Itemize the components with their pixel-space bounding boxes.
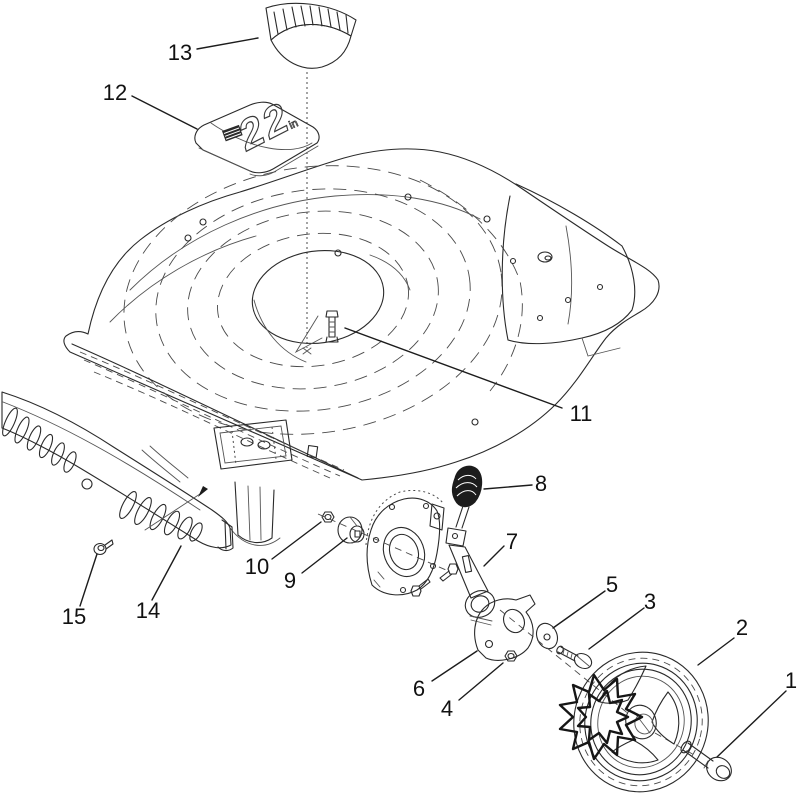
wheel-arm-plate-part	[474, 594, 536, 661]
leader-line-11	[344, 327, 563, 409]
callout-11-label: 11	[570, 401, 593, 426]
callout-13-label: 13	[168, 40, 192, 65]
callout-5-label: 5	[606, 572, 618, 597]
flange-nut-part	[321, 511, 335, 523]
gear-case-cover	[365, 489, 444, 596]
size-decal-part: 22 in	[194, 90, 320, 177]
bushing-part	[337, 516, 365, 544]
leader-line-6	[431, 650, 478, 682]
callout-12-label: 12	[103, 80, 127, 105]
washer-part	[535, 622, 559, 650]
leader-line-14	[151, 545, 182, 601]
height-adjust-lever-part	[445, 505, 496, 626]
baffle-position-arrow	[198, 486, 208, 497]
axis-bushing	[317, 513, 447, 571]
deck-dashed-rings	[123, 165, 503, 435]
leader-line-3	[588, 607, 645, 650]
callouts: 1 2 3 4 5 6 7 8 9 10 11 12 13 14 15	[62, 37, 797, 758]
decal-size-text: 22	[235, 91, 294, 161]
leader-line-2	[697, 637, 735, 666]
lock-nut-part	[504, 650, 518, 662]
callout-7-label: 7	[506, 529, 518, 554]
leader-line-9	[301, 537, 348, 574]
deck-holes	[184, 193, 604, 426]
discharge-cover-part	[265, 2, 357, 69]
axis-wheel	[499, 609, 631, 716]
brand-logo-icon	[222, 124, 243, 142]
callout-2-label: 2	[736, 615, 748, 640]
leader-line-8	[483, 484, 533, 490]
leader-line-5	[552, 590, 606, 629]
leader-line-4	[458, 662, 504, 701]
wheel-gear-icon	[558, 673, 644, 761]
callout-9-label: 9	[284, 568, 296, 593]
shoulder-bolt-part	[680, 740, 732, 782]
front-baffle-part	[1, 391, 234, 552]
callout-4-label: 4	[441, 696, 453, 721]
leader-line-7	[483, 545, 505, 567]
hex-bolt-part	[556, 645, 593, 670]
callout-15-label: 15	[62, 604, 86, 629]
callout-3-label: 3	[644, 589, 656, 614]
cover-bolt-icons	[410, 503, 459, 597]
callout-10-label: 10	[245, 554, 269, 579]
callout-8-label: 8	[535, 471, 547, 496]
baffle-vents-right	[119, 490, 203, 542]
adjuster-knob-part	[451, 465, 483, 508]
front-bracket	[213, 419, 293, 470]
baffle-vents-left	[2, 407, 77, 473]
callout-1-label: 1	[785, 668, 797, 693]
leader-line-10	[271, 521, 322, 560]
leader-line-12	[131, 95, 198, 130]
mower-deck-housing	[63, 148, 660, 546]
callout-6-label: 6	[413, 676, 425, 701]
leader-line-15	[79, 553, 98, 607]
callout-14-label: 14	[136, 598, 160, 623]
wheel-part	[573, 651, 709, 793]
baffle-screw-part	[93, 539, 114, 556]
leader-line-13	[196, 37, 259, 50]
cover-vent-hatching	[273, 5, 349, 35]
center-bolt-part	[294, 310, 339, 355]
leader-line-1	[716, 690, 787, 758]
